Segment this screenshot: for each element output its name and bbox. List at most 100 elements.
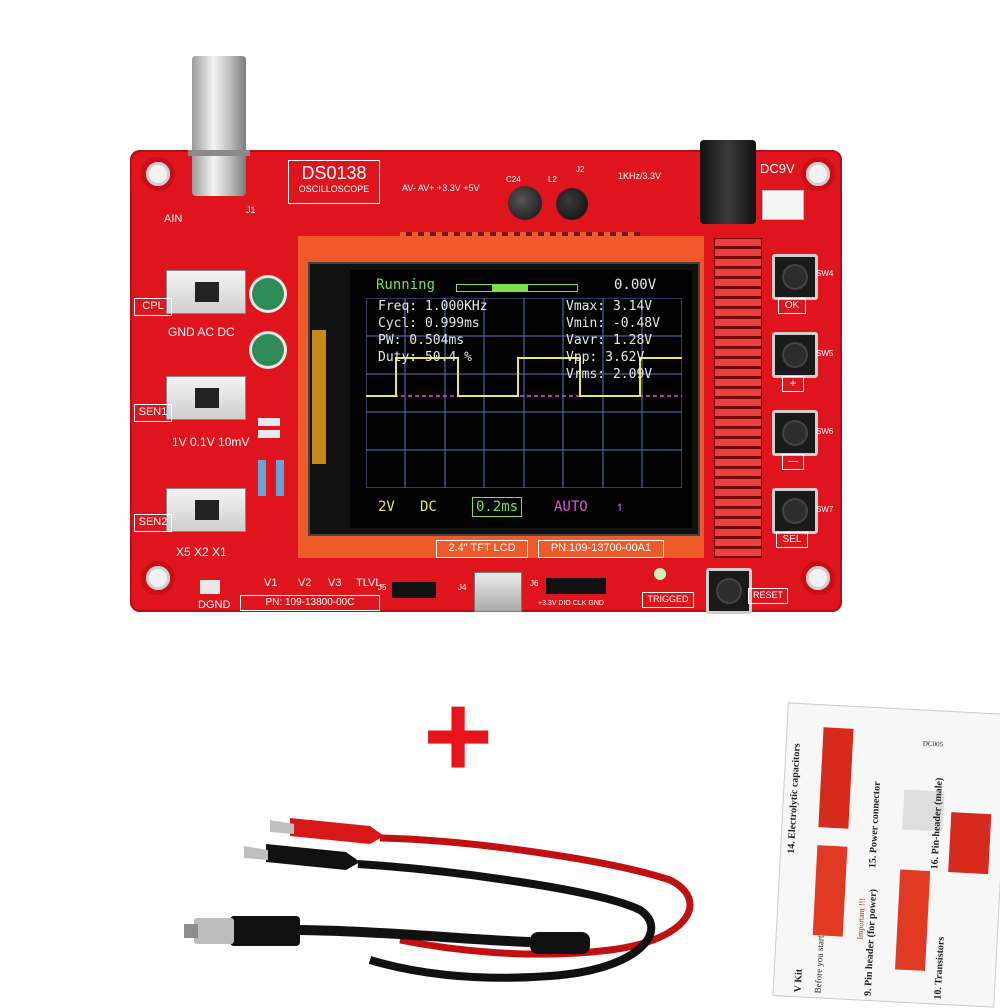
resistor [276,460,284,496]
scope-pw: PW: 0.504ms [378,333,465,348]
scope-time-bar [456,284,578,292]
sw5-button[interactable] [772,332,818,378]
reset-button[interactable] [706,568,752,614]
manual-before: Before you start [812,935,826,994]
sen1-options: 1V 0.1V 10mV [172,435,250,449]
bnc-connector [192,56,246,196]
sen1-switch[interactable] [166,376,246,420]
manual-photo [948,812,992,875]
sw6-button[interactable] [772,410,818,456]
capacitor-c24 [508,186,542,220]
j5-header [392,582,436,598]
mounting-hole [806,162,830,186]
scope-volt-div: 2V [378,499,395,515]
trigged-label: TRIGGED [642,592,694,608]
cpl-options: GND AC DC [168,325,235,339]
scope-coupling: DC [420,499,437,515]
scope-vpp: Vpp: 3.62V [566,350,645,365]
power-terminal [762,190,804,220]
scope-duty: Duty: 50.4 % [378,350,472,365]
manual-photo [895,869,931,971]
model-label: DS0138 [301,163,367,183]
j6-header [546,578,606,594]
mounting-hole [146,566,170,590]
tlvl-label: TLVL [356,577,382,589]
manual-photo [818,727,854,829]
red-alligator-clip [290,818,384,844]
plus-label: + [782,376,804,392]
reset-label: RESET [748,588,788,604]
right-pin-header [714,238,762,558]
v1-label: V1 [264,577,278,589]
freq-source-label: 1KHz/3.3V [618,171,662,181]
scope-trigger-edge: ↿ [616,499,625,515]
sw7-label: SW7 [816,505,834,514]
j1-label: J1 [246,205,256,215]
inductor-l2 [556,188,588,220]
black-alligator-clip [266,844,360,870]
scope-offset: 0.00V [614,277,657,293]
probe-cable [184,818,694,982]
trimmer-capacitor[interactable] [252,334,284,366]
resistor [258,460,266,496]
instruction-manual: 14. Electrolytic capacitors 15. Power co… [772,702,1000,1008]
scope-cycl: Cycl: 0.999ms [378,316,480,331]
lcd-screen [350,270,692,528]
usb-connector [474,572,522,612]
sw6-label: SW6 [816,427,834,436]
lcd-flex-cable [312,330,326,464]
l2-label: L2 [548,175,557,184]
scope-vmin: Vmin: -0.48V [566,316,660,331]
trigged-led [654,568,666,580]
j6-pin-labels: +3.3V DIO CLK GND [538,600,604,607]
sen1-label: SEN1 [134,404,172,422]
scope-trigger-mode: AUTO [554,499,588,515]
scope-status: Running [376,277,436,293]
j5-label: J5 [378,583,387,592]
mounting-hole [806,566,830,590]
manual-dc-label: DC005 [922,739,944,749]
rail-labels: AV- AV+ +3.3V +5V [402,183,480,193]
v2-label: V2 [298,577,312,589]
scope-vmax: Vmax: 3.14V [566,299,653,314]
minus-label: — [782,454,804,470]
j4-label: J4 [458,583,467,592]
manual-sec10: 10. Transistors [932,936,947,1000]
j6-label: J6 [530,579,539,588]
scope-grid [366,298,682,488]
pn-lcd: PN:109-13700-00A1 [538,540,664,558]
manual-sec16: 16. Pin-header (male) [929,777,946,870]
ok-label: OK [778,298,806,314]
scope-vrms: Vrms: 2.09V [566,367,653,382]
v3-label: V3 [328,577,342,589]
manual-photo [812,845,848,937]
sen2-label: SEN2 [134,514,172,532]
plus-sign: + [422,669,494,803]
manual-sec14: 14. Electrolytic capacitors [785,743,803,855]
sen2-switch[interactable] [166,488,246,532]
c24-label: C24 [506,175,521,184]
pn-bottom: PN: 109-13800-00C [240,595,380,611]
dgnd-pad [200,580,220,594]
cpl-switch[interactable] [166,270,246,314]
ain-label: AIN [164,213,183,225]
sen2-options: X5 X2 X1 [176,545,227,559]
lcd-size-label: 2.4" TFT LCD [436,540,528,558]
dc-jack [700,140,756,224]
model-box: DS0138 OSCILLOSCOPE [288,160,380,204]
dgnd-label: DGND [198,599,231,611]
sw7-button[interactable] [772,488,818,534]
scope-time-window [492,285,528,291]
sel-label: SEL [776,532,808,548]
sw5-label: SW5 [816,349,834,358]
smd-resistor [258,418,280,426]
manual-kit: V Kit [792,968,805,993]
power-label: DC9V [760,161,795,176]
bnc-ring [188,150,250,156]
scope-time-div: 0.2ms [472,497,523,517]
scope-vavr: Vavr: 1.28V [566,333,653,348]
trimmer-capacitor[interactable] [252,278,284,310]
sw4-button[interactable] [772,254,818,300]
mounting-hole [146,162,170,186]
cpl-label: CPL [134,298,172,316]
